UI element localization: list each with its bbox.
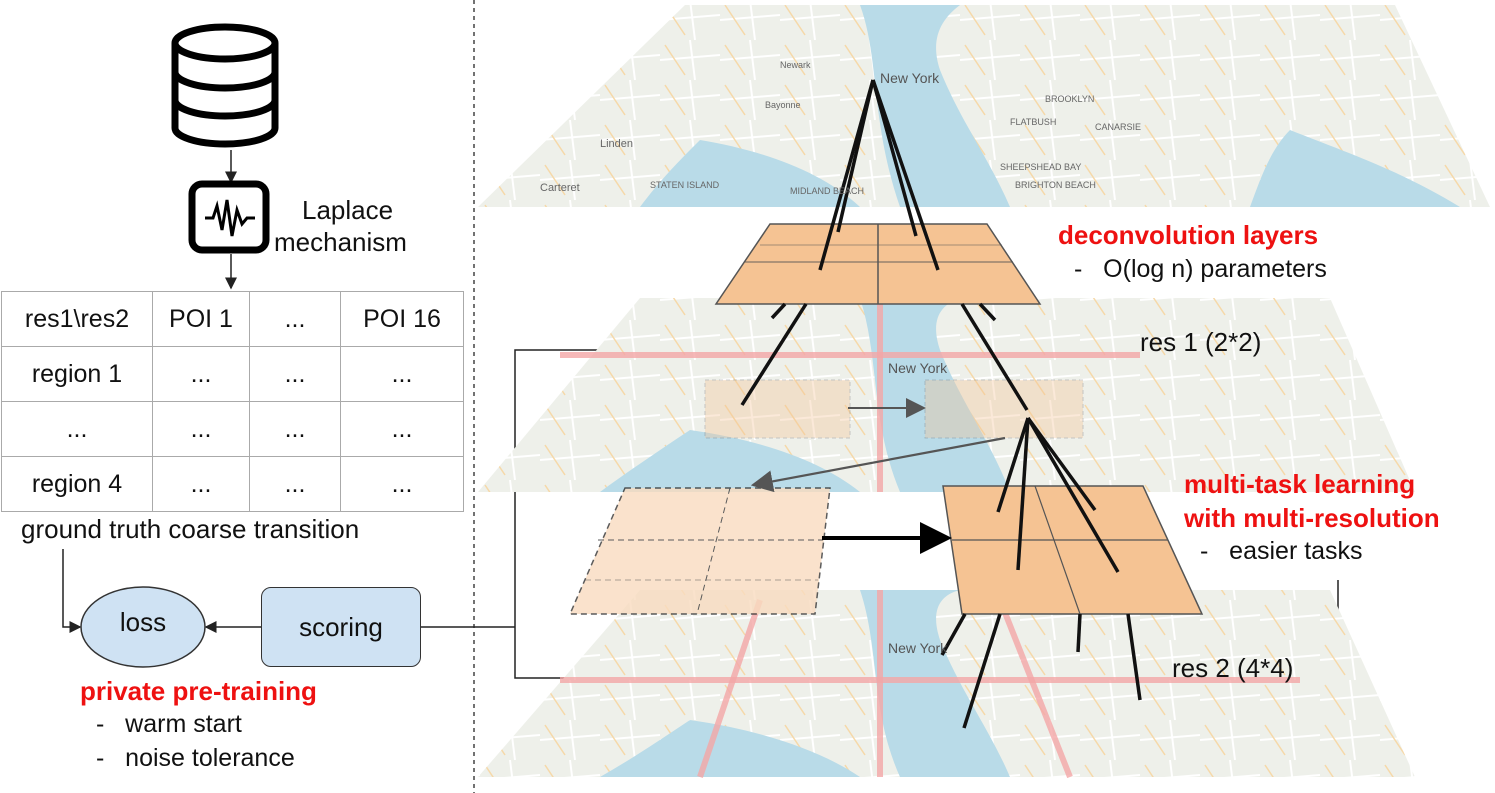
map-label-brighton-beach: BRIGHTON BEACH xyxy=(1015,180,1096,190)
mtl-title-line2: with multi-resolution xyxy=(1184,503,1440,533)
map-layer-bottom xyxy=(478,590,1415,779)
map-label-newark: Newark xyxy=(780,60,811,70)
laplace-label-line1: Laplace xyxy=(302,195,394,225)
table-cell: ... xyxy=(340,456,464,512)
deconv-grid xyxy=(714,223,1042,305)
map-city-label-bottom: New York xyxy=(888,640,948,656)
table-cell: ... xyxy=(249,401,341,457)
table-cell: ... xyxy=(152,401,250,457)
table-cell: ... xyxy=(152,346,250,402)
res-bracket-left xyxy=(514,349,610,679)
map-layer-top xyxy=(478,5,1490,207)
table-cell: ... xyxy=(1,401,153,457)
table-header-cell: ... xyxy=(249,291,341,347)
output-grid-right xyxy=(942,485,1204,615)
table-cell: ... xyxy=(340,401,464,457)
table-header-cell: POI 16 xyxy=(340,291,464,347)
map-label-flatbush: FLATBUSH xyxy=(1010,117,1057,127)
map-label-sheepshead-bay: SHEEPSHEAD BAY xyxy=(1000,162,1082,172)
table-cell: region 1 xyxy=(1,346,153,402)
map-label-canarsie: CANARSIE xyxy=(1095,122,1142,132)
map-label-carteret: Carteret xyxy=(540,182,580,194)
pretraining-title: private pre-training xyxy=(80,676,317,706)
region-highlight-right xyxy=(924,379,1084,439)
laplace-label-line2: mechanism xyxy=(274,227,407,257)
mtl-bullet: - easier tasks xyxy=(1200,537,1363,565)
deconv-bullet: - O(log n) parameters xyxy=(1074,255,1327,283)
model-tree-lines xyxy=(740,79,1142,729)
pretraining-bullet-2: - noise tolerance xyxy=(96,744,295,772)
map-label-brooklyn: BROOKLYN xyxy=(1045,94,1095,104)
table-cell: region 4 xyxy=(1,456,153,512)
table-caption: ground truth coarse transition xyxy=(21,514,360,544)
loss-label: loss xyxy=(119,607,167,637)
map-label-midland-beach: MIDLAND BEACH xyxy=(790,186,865,196)
table-header-row: res1\res2 POI 1 ... POI 16 xyxy=(1,291,464,347)
map-city-label-top: New York xyxy=(880,70,940,86)
coarse-transition-table: res1\res2 POI 1 ... POI 16 region 1 ... … xyxy=(1,291,464,512)
table-cell: ... xyxy=(340,346,464,402)
deconv-title: deconvolution layers xyxy=(1058,220,1319,250)
table-header-cell: res1\res2 xyxy=(1,291,153,347)
mtl-title-line1: multi-task learning xyxy=(1184,469,1416,499)
table-row: ... ... ... ... xyxy=(1,401,464,457)
region-highlight-left xyxy=(704,379,851,439)
faded-grid-left xyxy=(568,487,831,615)
diagonal-arrow xyxy=(750,436,1006,493)
pretraining-bullet-1: - warm start xyxy=(96,710,242,738)
map-label-staten-island: STATEN ISLAND xyxy=(650,180,720,190)
map-label-bayonne: Bayonne xyxy=(765,100,801,110)
table-to-loss-arrow xyxy=(62,549,82,633)
scoring-box: scoring xyxy=(261,587,421,667)
map-label-linden: Linden xyxy=(600,138,634,150)
res2-label: res 2 (4*4) xyxy=(1172,653,1294,683)
table-cell: ... xyxy=(152,456,250,512)
table-header-cell: POI 1 xyxy=(152,291,250,347)
database-icon xyxy=(171,23,279,148)
table-cell: ... xyxy=(249,346,341,402)
res1-label: res 1 (2*2) xyxy=(1140,327,1262,357)
loss-ellipse xyxy=(80,586,206,668)
table-row: region 1 ... ... ... xyxy=(1,346,464,402)
table-row: region 4 ... ... ... xyxy=(1,456,464,512)
scoring-label: scoring xyxy=(299,611,383,642)
waveform-icon xyxy=(188,180,270,254)
table-cell: ... xyxy=(249,456,341,512)
map-city-label-middle: New York xyxy=(888,360,948,376)
